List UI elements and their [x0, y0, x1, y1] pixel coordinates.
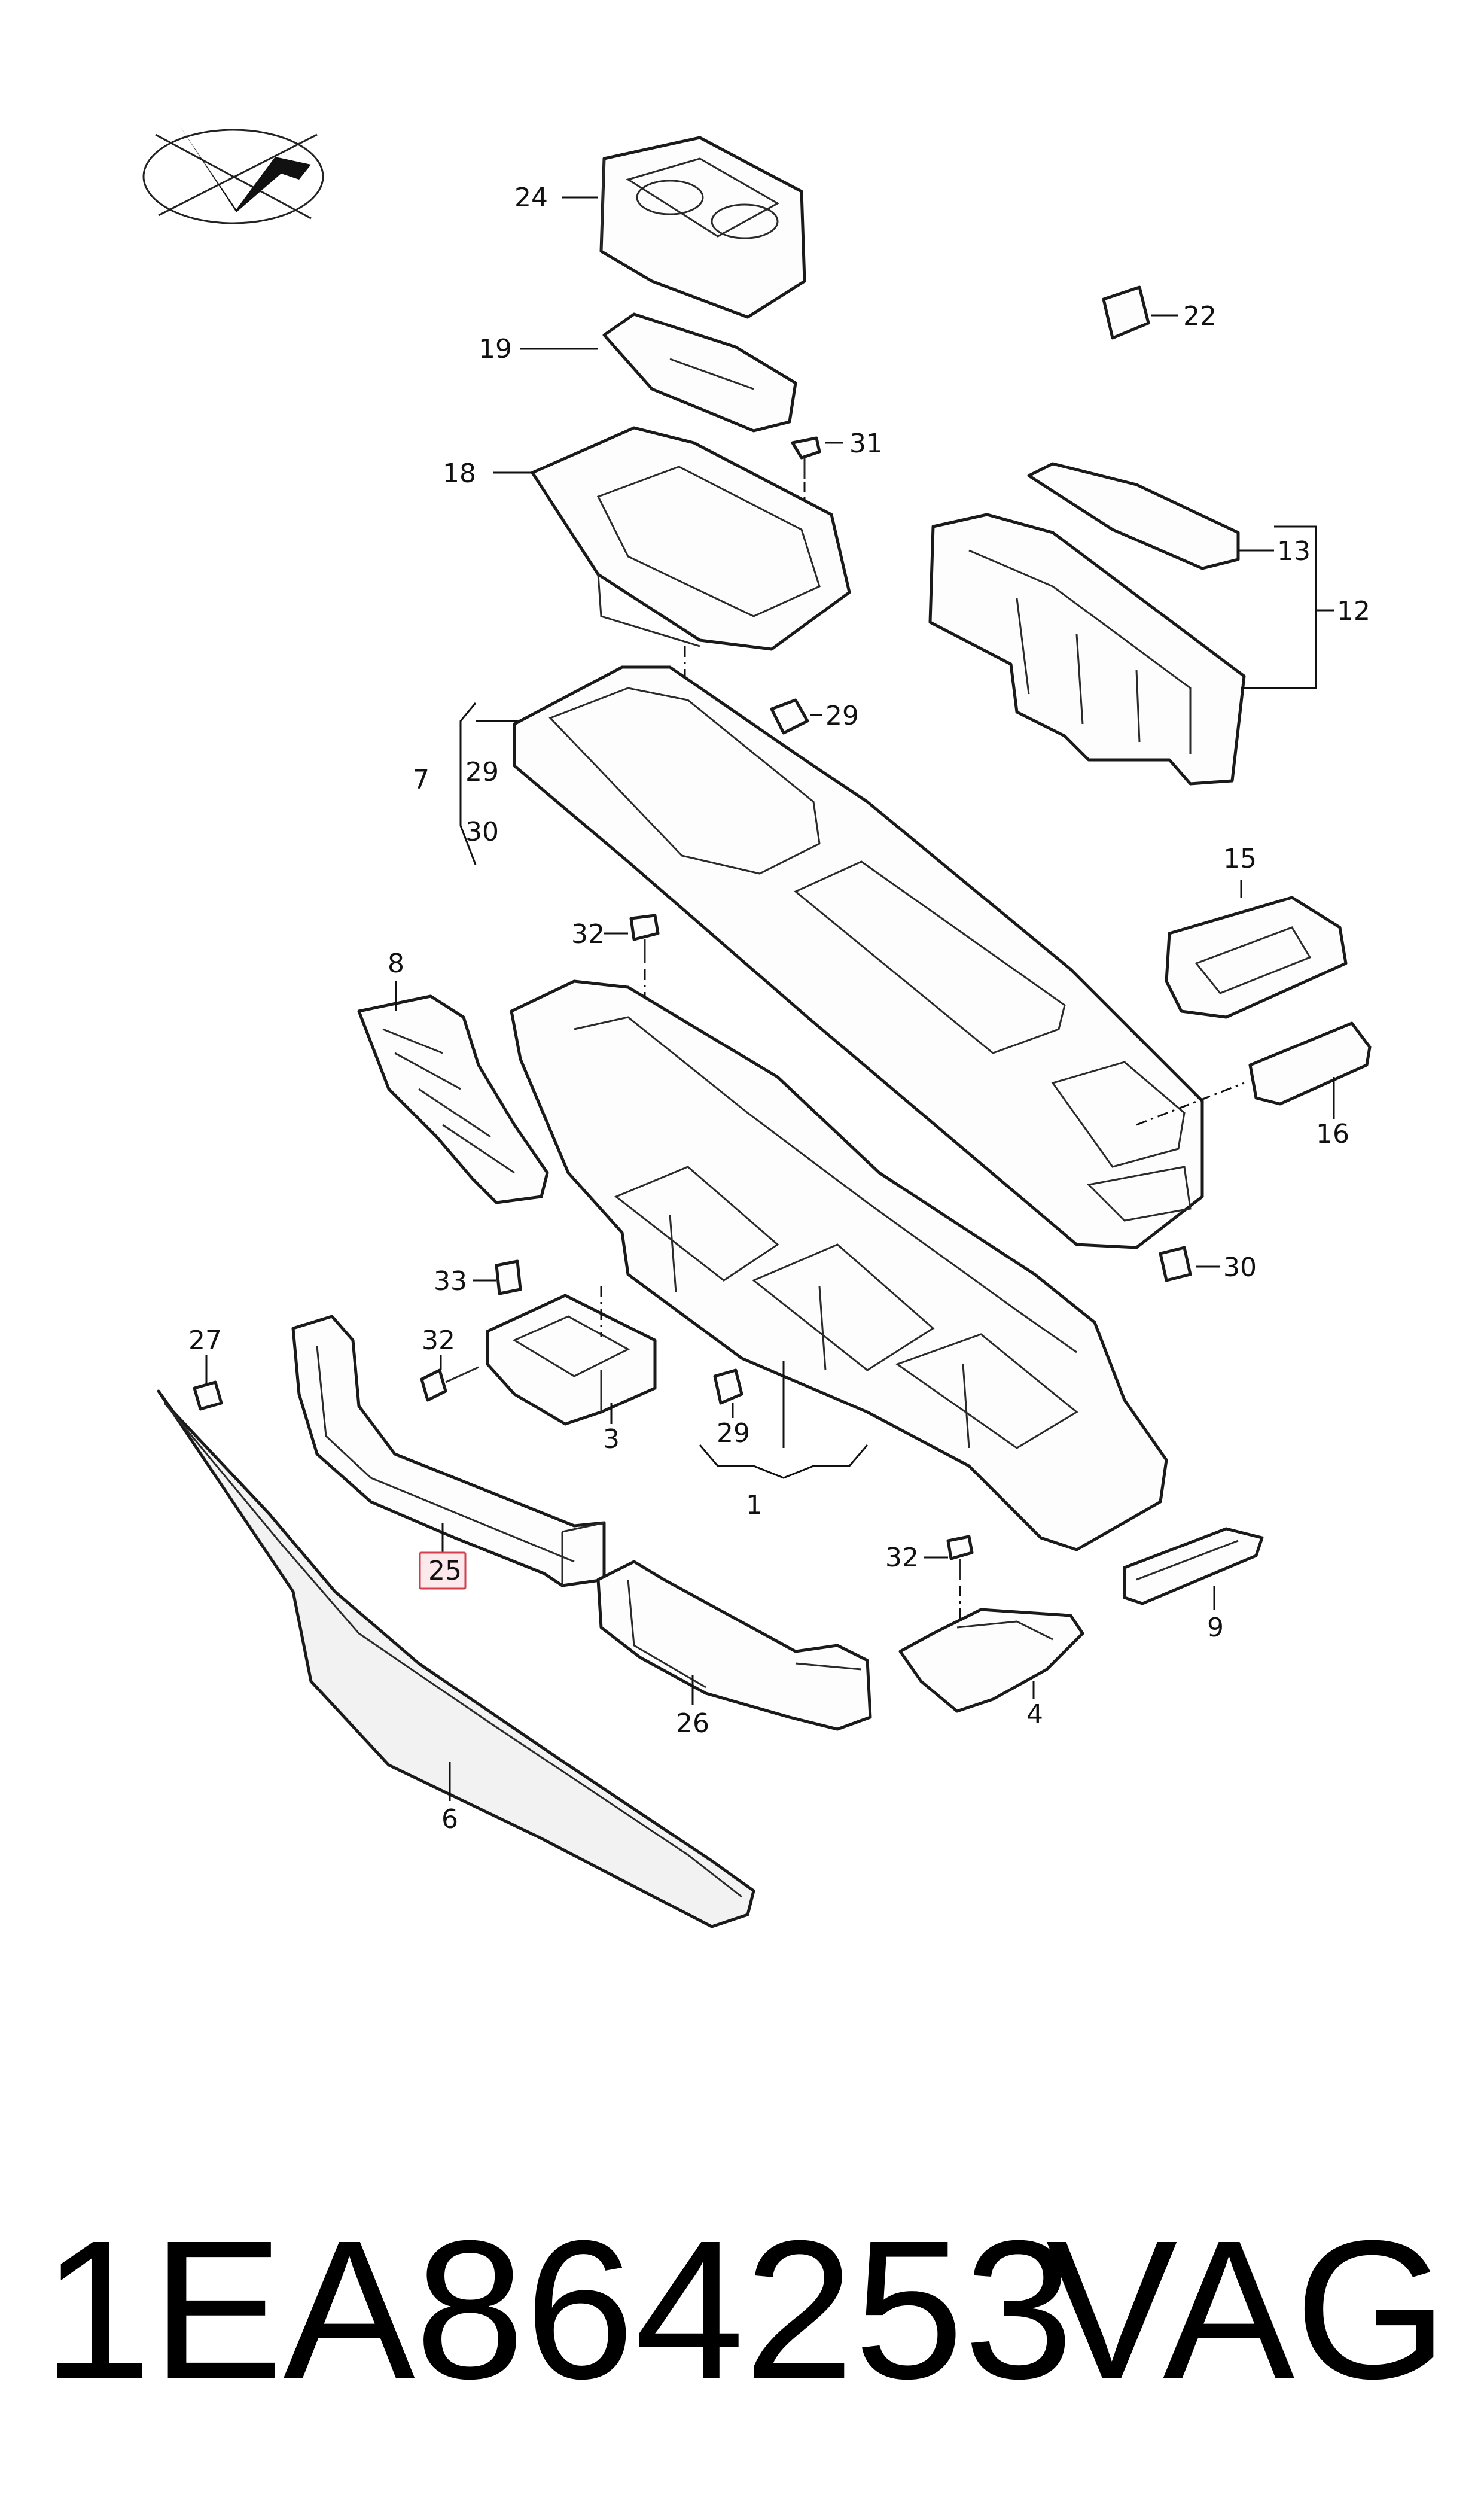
part-30-clip — [1159, 1246, 1192, 1282]
part-6-side-panel — [157, 1389, 755, 1928]
callout-13: 13 — [1277, 536, 1311, 567]
part-33-clip — [495, 1260, 522, 1295]
callout-15: 15 — [1223, 844, 1257, 874]
callout-31: 31 — [849, 428, 883, 459]
callout-29-top: 29 — [825, 701, 859, 731]
callout-24: 24 — [514, 182, 548, 213]
part-26-air-duct — [596, 1560, 872, 1731]
callout-19: 19 — [479, 334, 512, 364]
callout-29-bracket: 29 — [465, 757, 499, 787]
part-15-air-vent — [1165, 896, 1348, 1019]
callout-1: 1 — [746, 1490, 763, 1520]
callout-4: 4 — [1026, 1699, 1043, 1730]
part-29-clip-top — [770, 698, 809, 735]
callout-6: 6 — [441, 1804, 458, 1835]
part-7-console-trim — [513, 665, 1204, 1249]
callout-25: 25 — [428, 1556, 462, 1586]
part-32-screw-upper — [629, 914, 660, 963]
part-1-console-frame — [510, 979, 1168, 1551]
footer: 1EA864253 VAG — [0, 2178, 1484, 2489]
callout-32-left: 32 — [422, 1325, 455, 1356]
part-8-side-trim — [357, 994, 549, 1204]
part-22-clip — [1102, 285, 1150, 340]
part-9-switch-cover — [1123, 1527, 1264, 1605]
part-3-bracket — [486, 1294, 657, 1426]
callout-29-lower: 29 — [717, 1418, 750, 1449]
callout-26: 26 — [676, 1708, 709, 1739]
callout-3: 3 — [603, 1424, 620, 1455]
part-number: 1EA864253 — [42, 2199, 1074, 2420]
callout-32-upper: 32 — [571, 919, 605, 950]
callout-22: 22 — [1183, 301, 1217, 331]
callout-18: 18 — [443, 458, 476, 489]
part-13-mat — [1027, 462, 1240, 570]
part-16-switch-panel — [1248, 1021, 1372, 1106]
callout-33: 33 — [434, 1266, 467, 1297]
part-24-cup-holder — [599, 136, 806, 319]
callout-27: 27 — [188, 1325, 222, 1356]
callout-32-lower: 32 — [885, 1543, 919, 1573]
part-4-bracket — [898, 1608, 1084, 1713]
orientation-compass-icon — [142, 126, 324, 224]
callout-30-right: 30 — [1223, 1252, 1257, 1283]
part-31-screw — [791, 436, 821, 479]
callout-8: 8 — [388, 948, 404, 979]
callout-30-bracket: 30 — [465, 817, 499, 847]
part-12-storage-housing — [928, 513, 1246, 786]
callout-7: 7 — [413, 765, 429, 795]
part-32-screw-left — [420, 1366, 479, 1402]
part-25-air-duct — [291, 1315, 606, 1587]
exploded-parts-diagram: 24 19 31 18 22 13 12 29 7 29 30 15 32 8 … — [142, 126, 1372, 1928]
part-19-mat — [602, 312, 797, 433]
part-29-clip-lower — [713, 1368, 743, 1405]
brand-label: VAG — [1046, 2199, 1448, 2420]
part-27-clip — [193, 1380, 223, 1411]
callout-12: 12 — [1337, 596, 1370, 626]
callout-9: 9 — [1207, 1613, 1224, 1643]
callout-16: 16 — [1316, 1119, 1349, 1149]
callout-25-highlight — [419, 1551, 467, 1590]
part-32-screw-lower — [946, 1535, 974, 1580]
part-18-console-cover — [531, 426, 851, 651]
